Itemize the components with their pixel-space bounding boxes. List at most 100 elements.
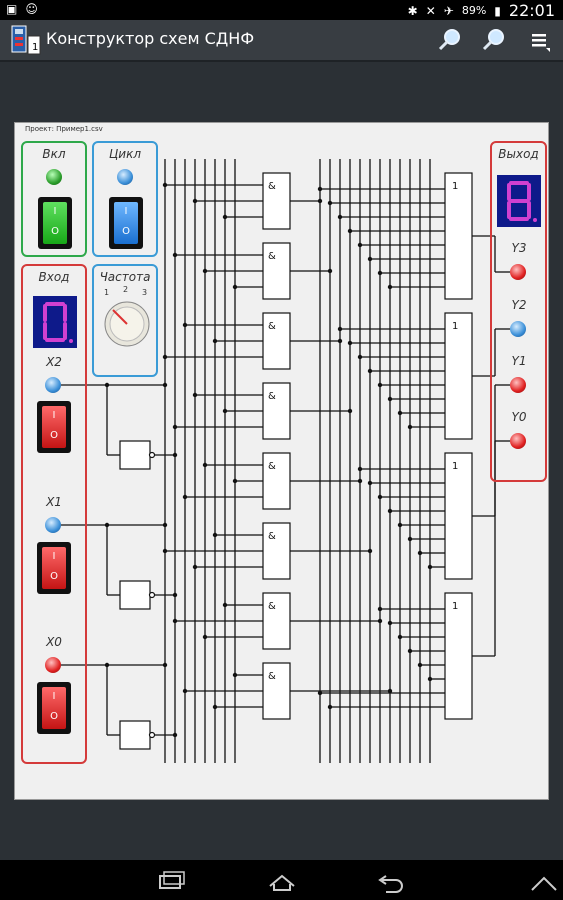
and-gate-symbol: & [268, 601, 276, 612]
and-gate-symbol: & [268, 251, 276, 262]
not-gate-bubble [148, 731, 156, 739]
output-y2-led [510, 321, 526, 337]
zoom-in-icon[interactable] [436, 26, 464, 54]
or-gate-symbol: 1 [452, 461, 458, 472]
svg-text:1: 1 [32, 42, 38, 53]
or-gate [444, 592, 473, 720]
input-label: Вход [38, 270, 70, 284]
junction-dot [182, 688, 188, 694]
junction-dot [417, 550, 423, 556]
junction-dot [202, 634, 208, 640]
output-y1-led [510, 377, 526, 393]
output-y0-label: Y0 [511, 410, 527, 424]
home-icon[interactable] [269, 874, 295, 891]
airplane-icon: ✈ [443, 3, 454, 18]
output-label: Выход [498, 147, 539, 161]
junction-dot [162, 662, 168, 668]
junction-dot [427, 564, 433, 570]
junction-dot [212, 338, 218, 344]
and-gate [262, 382, 291, 440]
junction-dot [162, 548, 168, 554]
junction-dot [192, 564, 198, 570]
input-x1-label: X1 [46, 495, 62, 509]
junction-dot [357, 478, 363, 484]
junction-dot [397, 522, 403, 528]
or-gate-symbol: 1 [452, 181, 458, 192]
junction-dot [104, 522, 110, 528]
or-gate [444, 172, 473, 300]
junction-dot [347, 408, 353, 414]
junction-dot [232, 672, 238, 678]
junction-dot [212, 704, 218, 710]
and-gate [262, 242, 291, 300]
zoom-out-icon[interactable] [480, 26, 508, 54]
not-gate [119, 580, 151, 610]
junction-dot [182, 494, 188, 500]
mute-icon: ✕ [425, 3, 436, 18]
junction-dot [347, 228, 353, 234]
or-gate-symbol: 1 [452, 601, 458, 612]
input-x1-led [45, 517, 61, 533]
battery-icon: ▮ [494, 3, 501, 18]
and-gate [262, 172, 291, 230]
junction-dot [337, 338, 343, 344]
back-icon[interactable] [378, 875, 403, 893]
junction-dot [397, 634, 403, 640]
junction-dot [172, 452, 178, 458]
junction-dot [192, 198, 198, 204]
junction-dot [417, 662, 423, 668]
input-x2-led [45, 377, 61, 393]
junction-dot [212, 532, 218, 538]
app-logo-icon[interactable]: 1 [8, 24, 42, 56]
recent-apps-icon[interactable] [159, 871, 185, 889]
junction-dot [222, 602, 228, 608]
bluetooth-icon: ✱ [407, 3, 418, 18]
junction-dot [172, 732, 178, 738]
and-gate-symbol: & [268, 461, 276, 472]
junction-dot [407, 424, 413, 430]
junction-dot [222, 214, 228, 220]
and-gate [262, 312, 291, 370]
or-gate [444, 452, 473, 580]
freq-tick-2: 2 [123, 285, 129, 294]
junction-dot [327, 268, 333, 274]
and-gate-symbol: & [268, 391, 276, 402]
frequency-label: Частота [99, 270, 151, 284]
junction-dot [317, 690, 323, 696]
junction-dot [397, 410, 403, 416]
junction-dot [367, 548, 373, 554]
junction-dot [407, 536, 413, 542]
junction-dot [377, 494, 383, 500]
junction-dot [172, 592, 178, 598]
junction-dot [172, 618, 178, 624]
expand-icon[interactable] [531, 876, 557, 891]
junction-dot [337, 214, 343, 220]
junction-dot [192, 392, 198, 398]
menu-icon[interactable] [526, 26, 554, 54]
junction-dot [222, 408, 228, 414]
not-gate-bubble [148, 591, 156, 599]
and-gate-symbol: & [268, 181, 276, 192]
junction-dot [387, 284, 393, 290]
junction-dot [162, 182, 168, 188]
junction-dot [367, 368, 373, 374]
input-panel: Вход [21, 264, 87, 764]
cycle-label: Цикл [108, 147, 142, 161]
output-y2-label: Y2 [511, 298, 527, 312]
junction-dot [337, 326, 343, 332]
not-gate [119, 440, 151, 470]
and-gate-symbol: & [268, 671, 276, 682]
junction-dot [387, 620, 393, 626]
status-bar: ▣ ☺ ✱ ✕ ✈ 89% ▮ 22:01 [0, 0, 563, 20]
junction-dot [377, 270, 383, 276]
frequency-knob[interactable] [100, 294, 154, 348]
junction-dot [202, 462, 208, 468]
